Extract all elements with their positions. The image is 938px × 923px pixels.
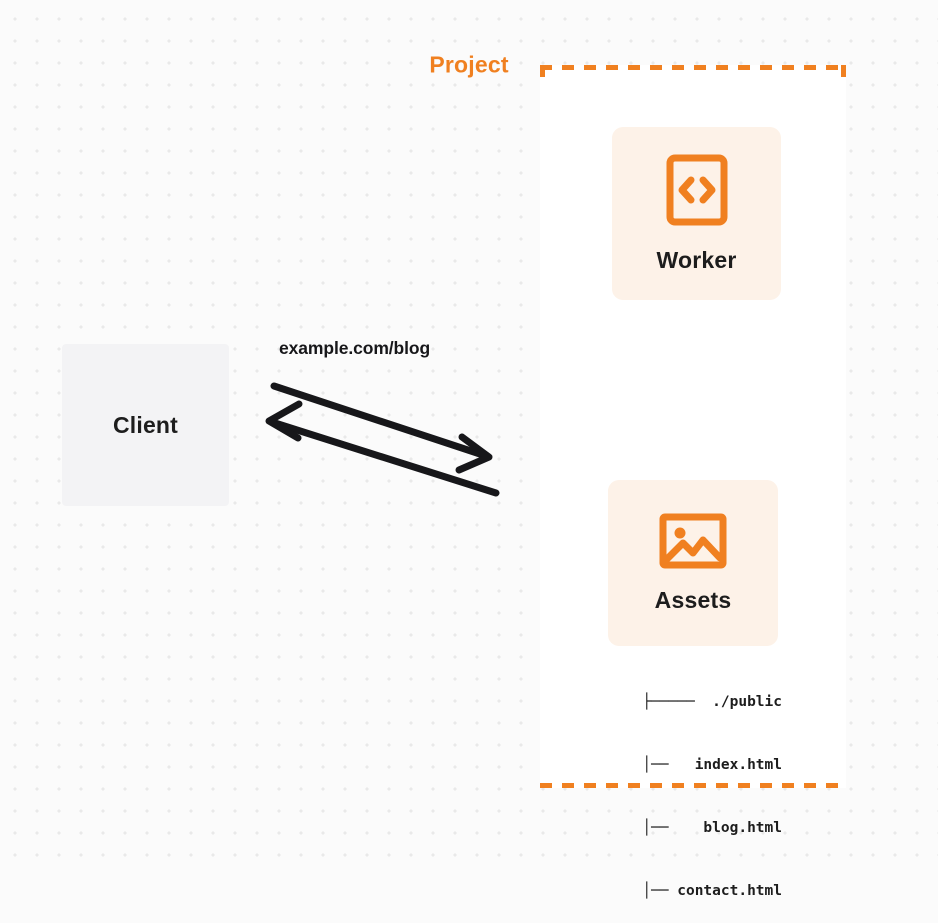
file-tree-row: ├───── ./public	[642, 694, 782, 710]
assets-file-tree: ├───── ./public │── index.html │── blog.…	[560, 650, 782, 923]
file-tree-row: │── blog.html	[642, 820, 782, 836]
file-tree-row: │── contact.html	[642, 883, 782, 899]
assets-card-label: Assets	[654, 587, 732, 613]
connection-label: example.com/blog	[279, 338, 431, 358]
project-border-right	[841, 65, 846, 788]
client-node[interactable]: Client	[62, 344, 229, 506]
project-title: Project	[422, 51, 516, 79]
project-border-bottom	[540, 783, 846, 788]
project-border-left	[540, 65, 545, 788]
image-icon	[659, 512, 727, 575]
worker-card-label: Worker	[656, 246, 737, 273]
client-node-label: Client	[112, 411, 179, 438]
file-tree-row: │── index.html	[642, 757, 782, 773]
project-border-top	[540, 65, 846, 70]
code-brackets-icon	[666, 154, 728, 231]
worker-card[interactable]: Worker	[612, 127, 781, 300]
assets-card[interactable]: Assets	[608, 480, 778, 646]
